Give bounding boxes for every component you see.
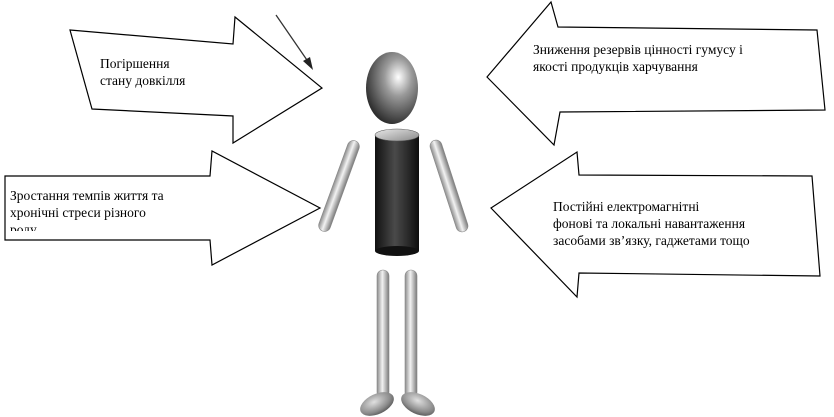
figure-right-arm bbox=[429, 139, 469, 233]
arrow-mid-left-line-3: роду bbox=[10, 222, 37, 231]
arrow-bottom-right bbox=[490, 150, 821, 299]
figure-right-leg bbox=[404, 269, 418, 399]
arrow-top-left bbox=[69, 15, 324, 145]
figure-left-leg bbox=[376, 269, 390, 399]
arrow-mid-left bbox=[4, 150, 322, 266]
arrow-bottom-right-line-1: Постійні електромагнітні bbox=[553, 199, 700, 214]
arrow-top-left-line-1: Погіршення bbox=[100, 56, 170, 71]
figure-head bbox=[366, 52, 418, 124]
arrow-bottom-right-line-2: фонові та локальні навантаження bbox=[553, 216, 746, 231]
arrow-bottom-right-line-3: засобами зв’язку, гаджетами тощо bbox=[553, 233, 750, 248]
small-diagonal-arrow bbox=[275, 14, 313, 70]
arrow-top-left-label: Погіршення стану довкілля bbox=[100, 55, 240, 89]
arrow-top-right-label: Зниження резервів цінності гумусу і якос… bbox=[533, 41, 818, 75]
figure-torso bbox=[374, 128, 420, 256]
arrow-bottom-right-label: Постійні електромагнітні фонові та локал… bbox=[553, 198, 813, 249]
arrow-top-right-line-2: якості продукців харчування bbox=[533, 59, 698, 74]
figure-right-foot bbox=[401, 392, 435, 416]
arrow-top-left-line-2: стану довкілля bbox=[100, 73, 186, 88]
human-figure bbox=[318, 52, 469, 416]
arrow-top-right-line-1: Зниження резервів цінності гумусу і bbox=[533, 42, 743, 57]
arrow-mid-left-line-1: Зростання темпів життя та bbox=[10, 188, 164, 203]
figure-left-foot bbox=[360, 392, 394, 416]
arrow-mid-left-label: Зростання темпів життя та хронічні стрес… bbox=[10, 187, 230, 231]
figure-left-arm bbox=[318, 140, 360, 232]
arrow-mid-left-line-2: хронічні стреси різного bbox=[10, 205, 146, 220]
arrow-top-right bbox=[486, 0, 826, 147]
